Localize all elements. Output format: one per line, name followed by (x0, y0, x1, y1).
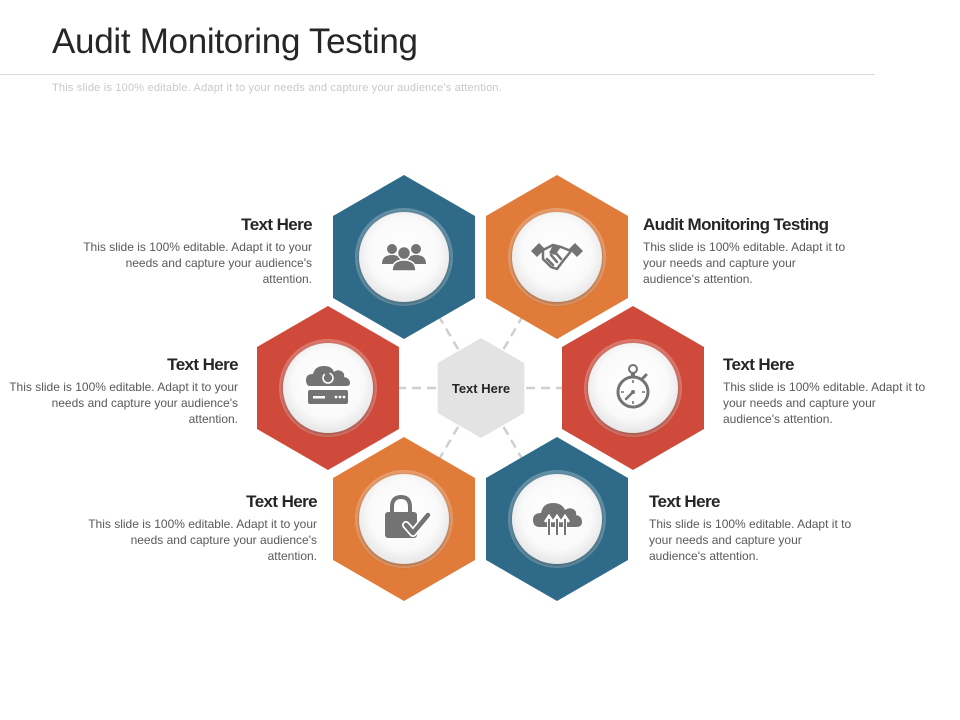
hexagon-mid-left (257, 306, 399, 470)
center-label: Text Here (452, 381, 510, 396)
text-block-body: This slide is 100% editable. Adapt it to… (88, 517, 317, 563)
text-block-mid-left: Text Here This slide is 100% editable. A… (8, 354, 238, 427)
slide-title: Audit Monitoring Testing (52, 22, 418, 61)
hexagon-top-right (486, 175, 628, 339)
text-block-bottom-left: Text Here This slide is 100% editable. A… (87, 491, 317, 564)
text-block-bottom-right: Text Here This slide is 100% editable. A… (649, 491, 854, 564)
text-block-body: This slide is 100% editable. Adapt it to… (9, 380, 238, 426)
title-divider (0, 74, 875, 75)
text-block-body: This slide is 100% editable. Adapt it to… (643, 240, 846, 286)
center-hexagon-shape (437, 338, 525, 438)
hexagon-bottom-right (486, 437, 628, 601)
slide-subtitle: This slide is 100% editable. Adapt it to… (52, 82, 502, 94)
text-block-body: This slide is 100% editable. Adapt it to… (649, 517, 852, 563)
icon-circle (588, 343, 678, 433)
text-block-body: This slide is 100% editable. Adapt it to… (83, 240, 312, 286)
handshake-icon (531, 243, 583, 271)
hexagons (257, 175, 704, 601)
icon-circle (512, 212, 602, 302)
text-block-title: Text Here (246, 492, 317, 511)
icon-circle (283, 343, 373, 433)
stopwatch-icon (616, 364, 650, 409)
cloud-server-icon (306, 366, 350, 404)
team-icon (382, 244, 426, 272)
text-block-title: Text Here (649, 492, 720, 511)
hexagon-top-left (333, 175, 475, 339)
text-block-title: Text Here (167, 355, 238, 374)
text-block-body: This slide is 100% editable. Adapt it to… (723, 380, 926, 426)
center-hexagon: Text Here (437, 338, 525, 438)
hexagon-mid-right (562, 306, 704, 470)
text-block-title: Audit Monitoring Testing (643, 215, 829, 234)
lock-check-icon (385, 494, 432, 538)
hexagon-bottom-left (333, 437, 475, 601)
text-block-mid-right: Text Here This slide is 100% editable. A… (723, 354, 928, 427)
cloud-upload-icon (533, 503, 582, 535)
text-block-title: Text Here (723, 355, 794, 374)
text-block-title: Text Here (241, 215, 312, 234)
text-block-top-left: Text Here This slide is 100% editable. A… (82, 214, 312, 287)
text-block-top-right: Audit Monitoring Testing This slide is 1… (643, 214, 865, 287)
